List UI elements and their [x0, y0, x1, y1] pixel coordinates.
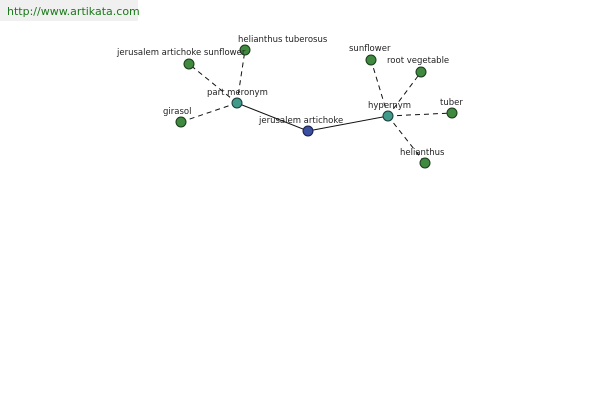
node-tuber[interactable]	[446, 107, 458, 119]
edge-root-hypernym	[307, 115, 389, 132]
node-part-meronym[interactable]	[231, 97, 243, 109]
node-helianthus[interactable]	[419, 157, 431, 169]
node-root-vegetable[interactable]	[415, 66, 427, 78]
edge-hypernym-root-vegetable	[387, 71, 422, 117]
node-girasol[interactable]	[175, 116, 187, 128]
label-hypernym: hypernym	[368, 101, 411, 111]
node-jerusalem-artichoke[interactable]	[302, 125, 314, 137]
source-banner: http://www.artikata.com	[0, 0, 140, 21]
node-helianthus-tuberosus[interactable]	[239, 44, 251, 56]
label-jerusalem-artichoke-sunflower: jerusalem artichoke sunflower	[116, 48, 246, 58]
node-hypernym[interactable]	[382, 110, 394, 122]
edge-part-meronym-jerusalem-artichoke-sunflower	[188, 63, 238, 104]
source-url-link[interactable]: http://www.artikata.com	[7, 5, 140, 18]
edge-hypernym-helianthus	[387, 115, 426, 164]
edge-part-meronym-girasol	[180, 102, 238, 123]
label-jerusalem-artichoke: jerusalem artichoke	[258, 116, 343, 126]
label-sunflower: sunflower	[349, 44, 391, 54]
label-girasol: girasol	[163, 107, 191, 117]
label-tuber: tuber	[440, 98, 463, 108]
edge-hypernym-sunflower	[370, 59, 389, 117]
label-helianthus-tuberosus: helianthus tuberosus	[238, 35, 328, 45]
label-root-vegetable: root vegetable	[387, 56, 449, 66]
node-jerusalem-artichoke-sunflower[interactable]	[183, 58, 195, 70]
edge-hypernym-tuber	[387, 112, 453, 117]
edge-root-part-meronym	[236, 102, 309, 132]
label-helianthus: helianthus	[400, 148, 445, 158]
label-part-meronym: part meronym	[207, 88, 268, 98]
node-sunflower[interactable]	[365, 54, 377, 66]
